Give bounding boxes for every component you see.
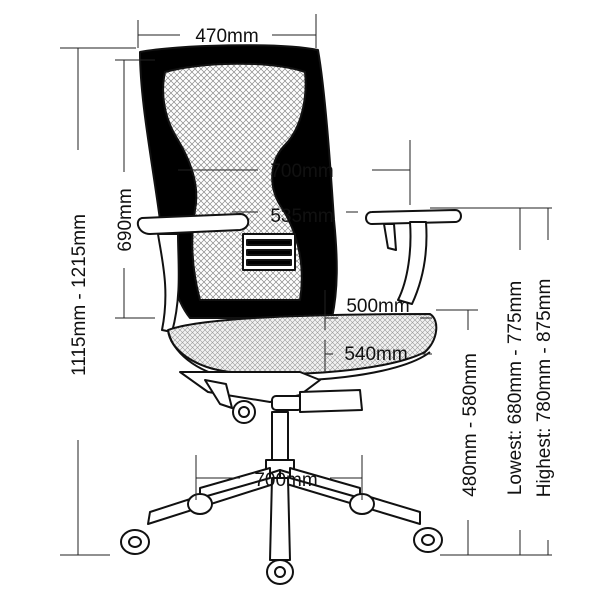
label-depth-upper: 700mm — [270, 161, 333, 182]
label-top-width: 470mm — [195, 26, 258, 47]
label-total-height: 1115mm - 1215mm — [69, 214, 90, 376]
label-seat-height: 480mm - 580mm — [460, 353, 481, 497]
label-back-height: 690mm — [115, 188, 136, 251]
chair-base — [147, 467, 421, 561]
dimension-lines — [60, 14, 552, 556]
chair-illustration — [120, 44, 462, 585]
label-armrest-inner: 535mm — [270, 206, 333, 227]
right-arm-post — [397, 221, 428, 305]
label-seat-depth: 540mm — [344, 344, 407, 365]
label-base-diameter: 700mm — [254, 470, 317, 491]
left-armrest — [136, 213, 250, 235]
label-arm-highest: Highest: 780mm - 875mm — [534, 279, 555, 498]
label-seat-width: 500mm — [346, 296, 409, 317]
seat — [167, 313, 438, 375]
left-arm-post — [157, 233, 180, 333]
casters — [120, 493, 443, 585]
gas-cylinder — [271, 411, 289, 465]
label-arm-lowest: Lowest: 680mm - 775mm — [505, 281, 526, 495]
right-armrest — [365, 209, 462, 225]
